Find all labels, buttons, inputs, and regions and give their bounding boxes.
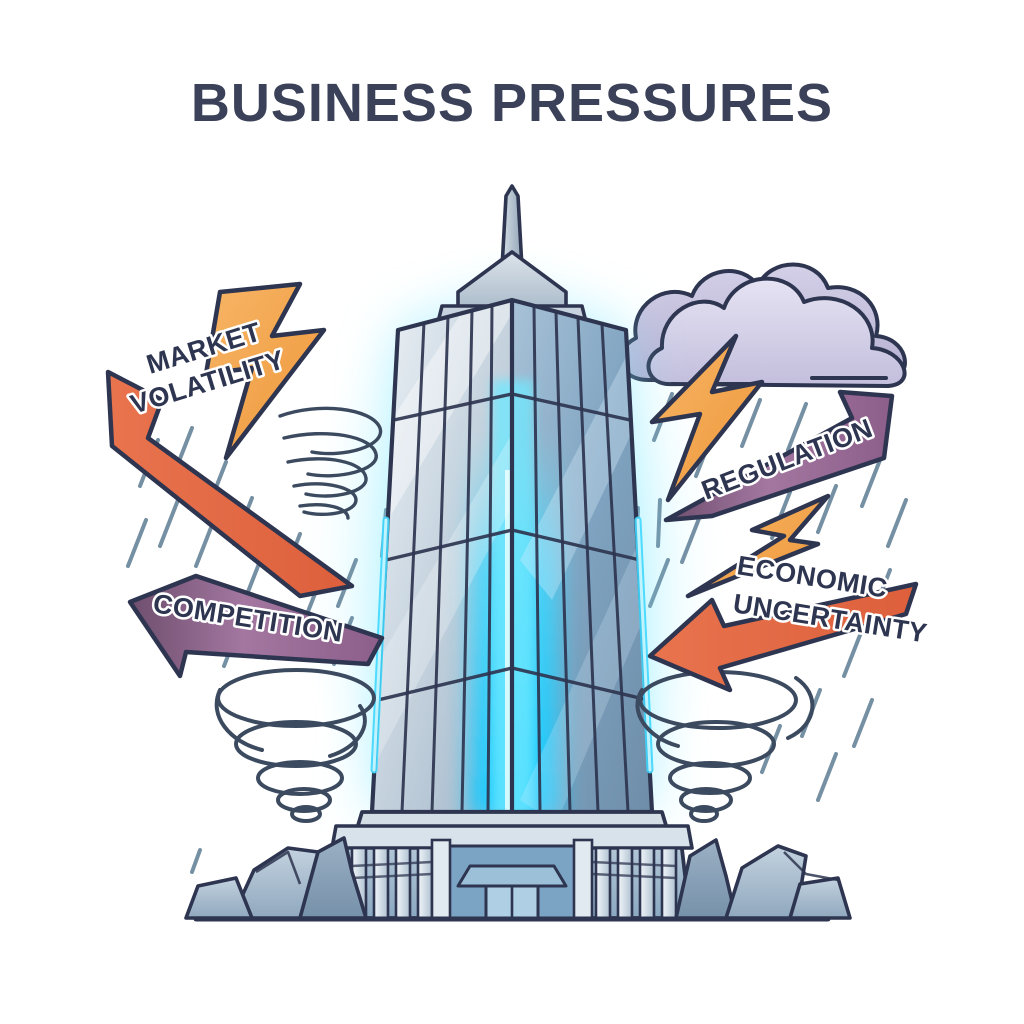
rocky-ground — [184, 836, 852, 920]
lightning-bolt-orange-lower-right — [685, 493, 831, 599]
arrow-red-market — [105, 369, 355, 599]
tornado-left — [214, 668, 376, 823]
arrow-purple-competition — [127, 573, 385, 679]
lightning-bolt-orange-left — [203, 281, 327, 461]
wind-swirl-left — [278, 406, 383, 520]
arrow-red-economic — [647, 581, 919, 693]
lightning-bolt-orange-right — [649, 333, 765, 503]
arrow-purple-regulation — [663, 389, 895, 523]
tower-base-colonnade — [330, 824, 694, 920]
storm-cloud — [619, 262, 907, 388]
tower-spire — [500, 184, 524, 270]
page-title: BUSINESS PRESSURES — [190, 73, 834, 133]
skyscraper — [184, 184, 852, 922]
